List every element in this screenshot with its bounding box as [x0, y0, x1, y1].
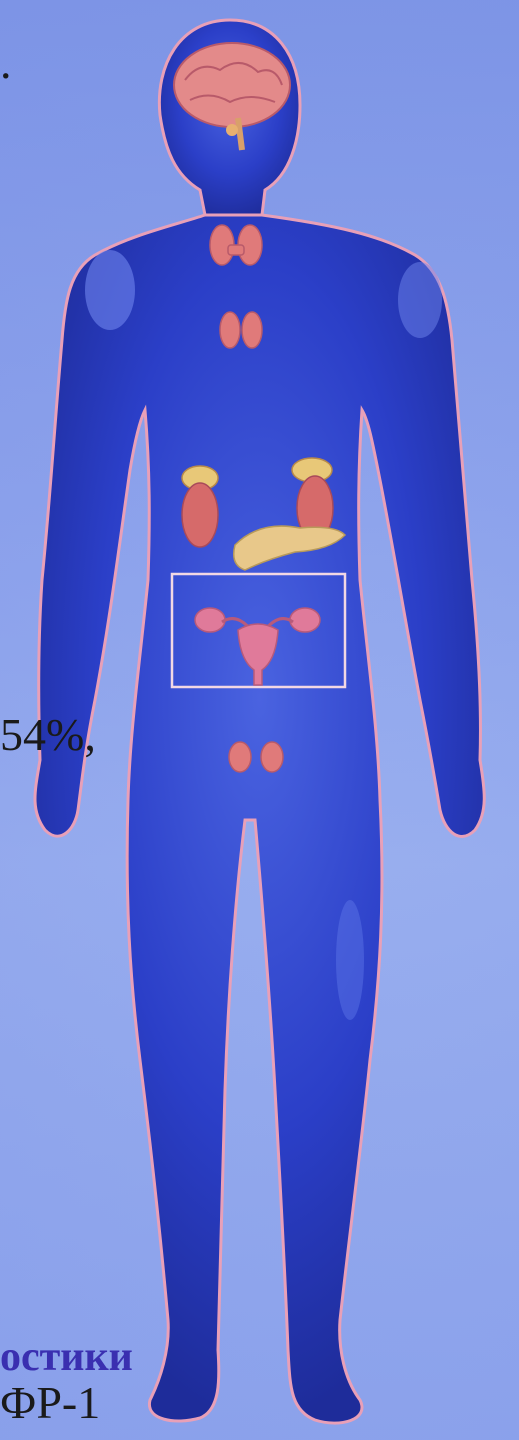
slide-text-fragment-percent: 54%,	[0, 712, 96, 758]
slide-text-fragment-last: ФР-1	[0, 1380, 100, 1426]
shoulder-highlight-right	[398, 262, 442, 338]
slide-text-fragment-top: .	[0, 40, 12, 86]
shoulder-highlight-left	[85, 250, 135, 330]
kidney-left-icon	[182, 466, 218, 547]
pituitary-icon	[226, 124, 238, 136]
body-silhouette	[35, 20, 484, 1423]
leg-highlight	[336, 900, 364, 1020]
slide-text-fragment-bold: остики	[0, 1336, 133, 1378]
